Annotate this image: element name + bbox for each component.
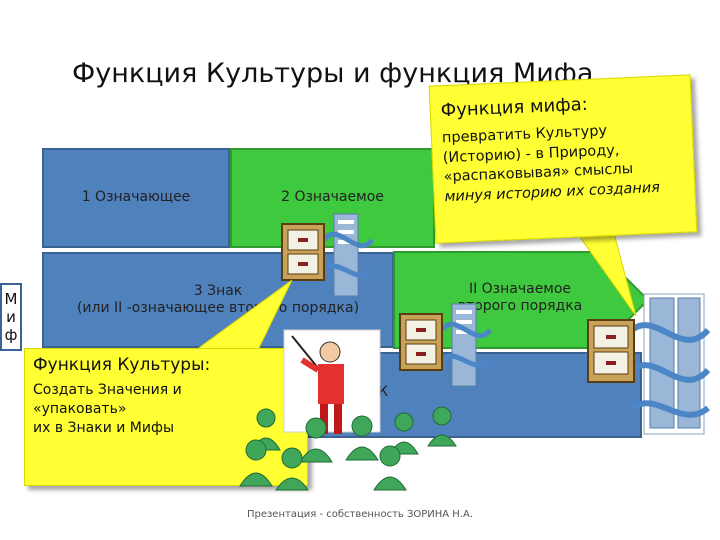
myth-letter-1: М [4, 290, 18, 308]
culture-callout-line3: их в Знаки и Мифы [33, 419, 174, 436]
culture-callout-heading: Функция Культуры: [33, 355, 211, 375]
filing-cabinet-network-icon [399, 303, 493, 387]
signified-second-text: II Означаемое второго порядка [420, 268, 620, 328]
signified-second-line2: второго порядка [457, 298, 583, 314]
culture-callout-line2: «упаковать» [33, 400, 127, 417]
sign-3-line1: 3 Знак [193, 282, 243, 299]
signified-second-line1: II Означаемое [468, 280, 572, 297]
filing-cabinet-network-icon [281, 213, 375, 297]
sign-3-text: 3 Знак (или II -означающее второго поряд… [77, 283, 359, 318]
myth-side-label: М и ф [0, 283, 22, 351]
sign-3-line2: (или II -означающее второго порядка) [76, 300, 360, 316]
signifier-1-cell: 1 Означающее [42, 148, 230, 248]
filing-cabinet-network-icon [587, 293, 711, 435]
myth-letter-3: ф [4, 326, 18, 344]
culture-callout-line1: Создать Значения и [33, 382, 182, 398]
culture-callout-body: Создать Значения и «упаковать» их в Знак… [33, 381, 299, 438]
signified-2-label: 2 Означаемое [281, 189, 384, 206]
signifier-1-label: 1 Означающее [81, 189, 191, 206]
myth-letter-2: и [6, 308, 16, 326]
footer-copyright: Презентация - собственность ЗОРИНА Н.А. [246, 509, 474, 520]
presenter-audience-icon [239, 329, 457, 491]
